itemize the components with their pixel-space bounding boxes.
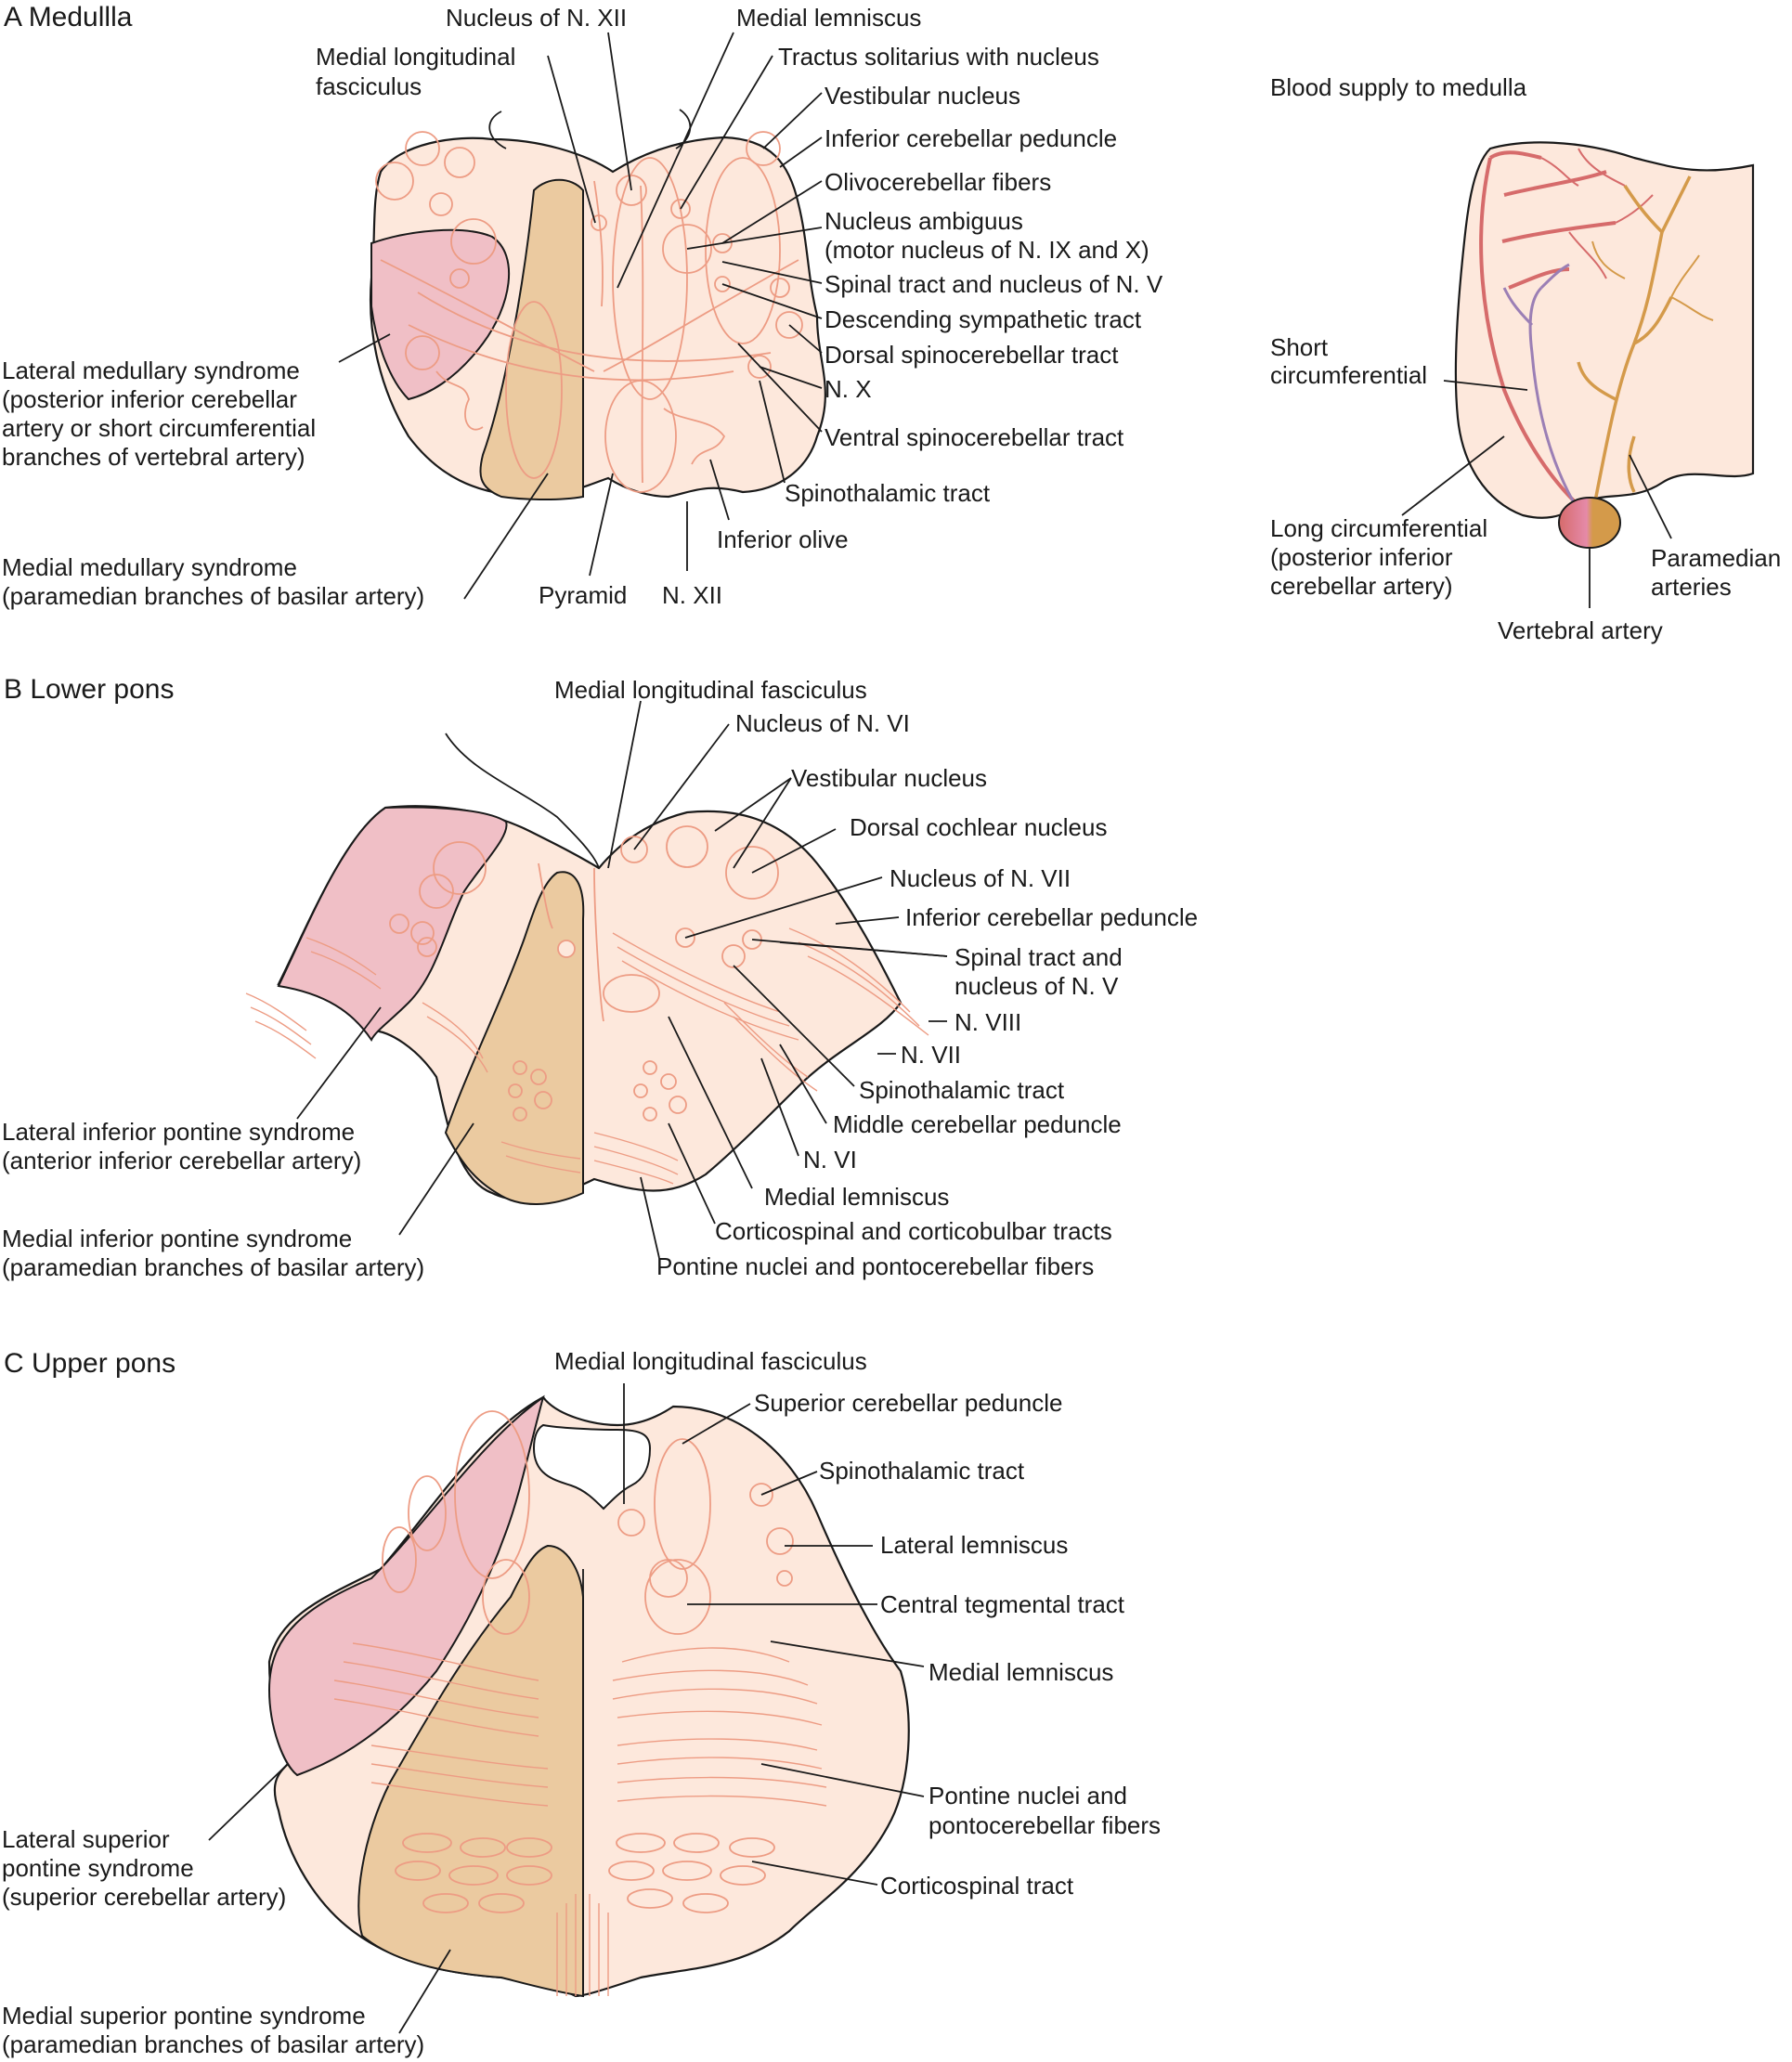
label-mlf-c: Medial longitudinal fasciculus [554,1347,867,1375]
label-mlf-1: Medial longitudinal [316,43,515,71]
label-long-2: (posterior inferior [1270,543,1453,571]
medial-inferior-pontine-zone [444,871,585,1205]
label-mlf-2: fasciculus [316,72,422,100]
label-lateral-inferior-pontine-2: (anterior inferior cerebellar artery) [2,1147,361,1174]
panel-c-leaders [208,1383,925,2034]
label-nucleus-xii: Nucleus of N. XII [446,4,627,32]
label-long-1: Long circumferential [1270,514,1487,542]
label-medial-inferior-pontine-2: (paramedian branches of basilar artery) [2,1253,424,1281]
label-medial-superior-pontine-1: Medial superior pontine syndrome [2,2002,366,2030]
label-medial-inferior-pontine-1: Medial inferior pontine syndrome [2,1225,352,1252]
label-spinothalamic-a: Spinothalamic tract [785,479,991,507]
label-mlf-b: Medial longitudinal fasciculus [554,676,867,704]
medulla-internal-structures [375,131,803,493]
lower-pons-internal-structures [245,825,929,1185]
label-medial-lemniscus-b: Medial lemniscus [764,1183,949,1211]
label-paramedian-2: arteries [1651,573,1732,601]
panel-a-title: A Medullla [4,2,133,32]
short-circumferential-artery [1502,263,1580,512]
label-n-viii: N. VIII [954,1008,1021,1036]
blood-supply-leaders [1401,380,1672,608]
label-lateral-superior-pontine-2: pontine syndrome [2,1854,194,1882]
label-lateral-superior-pontine-3: (superior cerebellar artery) [2,1883,286,1911]
label-pontine-nuclei-b: Pontine nuclei and pontocerebellar fiber… [656,1252,1094,1280]
panel-b-lower-pons: B Lower pons [2,674,1198,1281]
label-medial-lemniscus-c: Medial lemniscus [928,1658,1113,1686]
lateral-inferior-pontine-zone [277,806,508,1042]
label-lateral-medullary-3: artery or short circumferential [2,414,316,442]
label-dorsal-cochlear: Dorsal cochlear nucleus [850,813,1107,841]
label-olivocerebellar: Olivocerebellar fibers [825,168,1051,196]
panel-b-leaders [296,700,948,1259]
medulla-top-left-curl [488,110,507,149]
label-pyramid: Pyramid [539,581,627,609]
medial-medullary-zone [479,178,584,501]
label-medial-superior-pontine-2: (paramedian branches of basilar artery) [2,2030,424,2058]
label-medial-medullary-1: Medial medullary syndrome [2,553,297,581]
panel-c-title: C Upper pons [4,1348,175,1379]
upper-pons-internal-structures [333,1410,827,1996]
paramedian-arteries [1577,175,1714,512]
label-nucleus-vii: Nucleus of N. VII [890,864,1071,892]
label-lateral-medullary-2: (posterior inferior cerebellar [2,385,297,413]
blood-supply-inset: Blood supply to medulla Short circumfe [1270,73,1781,644]
label-spinal-tract-v-a: Spinal tract and nucleus of N. V [825,270,1163,298]
label-pontine-nuclei-c-1: Pontine nuclei and [928,1782,1127,1809]
label-spinal-tract-b-2: nucleus of N. V [954,972,1119,1000]
label-corticospinal-c: Corticospinal tract [880,1872,1074,1900]
long-circumferential-artery [1479,148,1654,517]
panel-a-medulla: A Medullla [2,2,1163,610]
panel-c-upper-pons: C Upper pons [2,1347,1161,2058]
label-lateral-medullary-1: Lateral medullary syndrome [2,357,300,384]
label-lateral-lemniscus: Lateral lemniscus [880,1531,1068,1559]
label-nucleus-ambiguus-2: (motor nucleus of N. IX and X) [825,236,1149,264]
label-inferior-cerebellar-peduncle-b: Inferior cerebellar peduncle [905,903,1198,931]
label-tractus-solitarius: Tractus solitarius with nucleus [778,43,1099,71]
label-n-x: N. X [825,375,872,403]
label-vertebral: Vertebral artery [1498,616,1663,644]
label-ventral-spinocerebellar: Ventral spinocerebellar tract [825,423,1124,451]
label-inferior-olive: Inferior olive [717,525,849,553]
label-lateral-inferior-pontine-1: Lateral inferior pontine syndrome [2,1118,355,1146]
label-medial-medullary-2: (paramedian branches of basilar artery) [2,582,424,610]
blood-supply-title: Blood supply to medulla [1270,73,1527,101]
panel-a-leaders [338,32,823,600]
panel-b-title: B Lower pons [4,674,174,705]
label-paramedian-1: Paramedian [1651,544,1781,572]
label-dorsal-spinocerebellar: Dorsal spinocerebellar tract [825,341,1119,369]
label-vestibular-nucleus-b: Vestibular nucleus [791,764,987,792]
label-middle-cerebellar-peduncle: Middle cerebellar peduncle [833,1110,1122,1138]
label-pontine-nuclei-c-2: pontocerebellar fibers [928,1811,1161,1839]
label-short-1: Short [1270,333,1329,361]
label-nucleus-vi: Nucleus of N. VI [735,709,910,737]
label-nucleus-ambiguus-1: Nucleus ambiguus [825,207,1023,235]
label-lateral-medullary-4: branches of vertebral artery) [2,443,305,471]
vertebral-artery-ball [1558,497,1621,549]
medial-superior-pontine-zone [357,1544,584,1998]
lower-pons-top-curve [445,733,600,869]
label-central-tegmental: Central tegmental tract [880,1590,1125,1618]
fourth-ventricle [532,1423,652,1511]
label-medial-lemniscus-a: Medial lemniscus [736,4,921,32]
label-lateral-superior-pontine-1: Lateral superior [2,1825,170,1853]
label-inferior-cerebellar-peduncle-a: Inferior cerebellar peduncle [825,124,1117,152]
label-vestibular-nucleus-a: Vestibular nucleus [825,82,1020,110]
label-n-vii: N. VII [901,1041,961,1069]
label-short-2: circumferential [1270,361,1427,389]
label-n-vi: N. VI [803,1146,857,1174]
label-n-xii: N. XII [662,581,722,609]
label-spinal-tract-b-1: Spinal tract and [954,943,1123,971]
label-corticospinal-b: Corticospinal and corticobulbar tracts [715,1217,1112,1245]
label-spinothalamic-b: Spinothalamic tract [859,1076,1065,1104]
label-long-3: cerebellar artery) [1270,572,1453,600]
label-descending-sympathetic: Descending sympathetic tract [825,305,1142,333]
label-spinothalamic-c: Spinothalamic tract [819,1457,1025,1485]
label-superior-cerebellar-peduncle: Superior cerebellar peduncle [754,1389,1062,1417]
